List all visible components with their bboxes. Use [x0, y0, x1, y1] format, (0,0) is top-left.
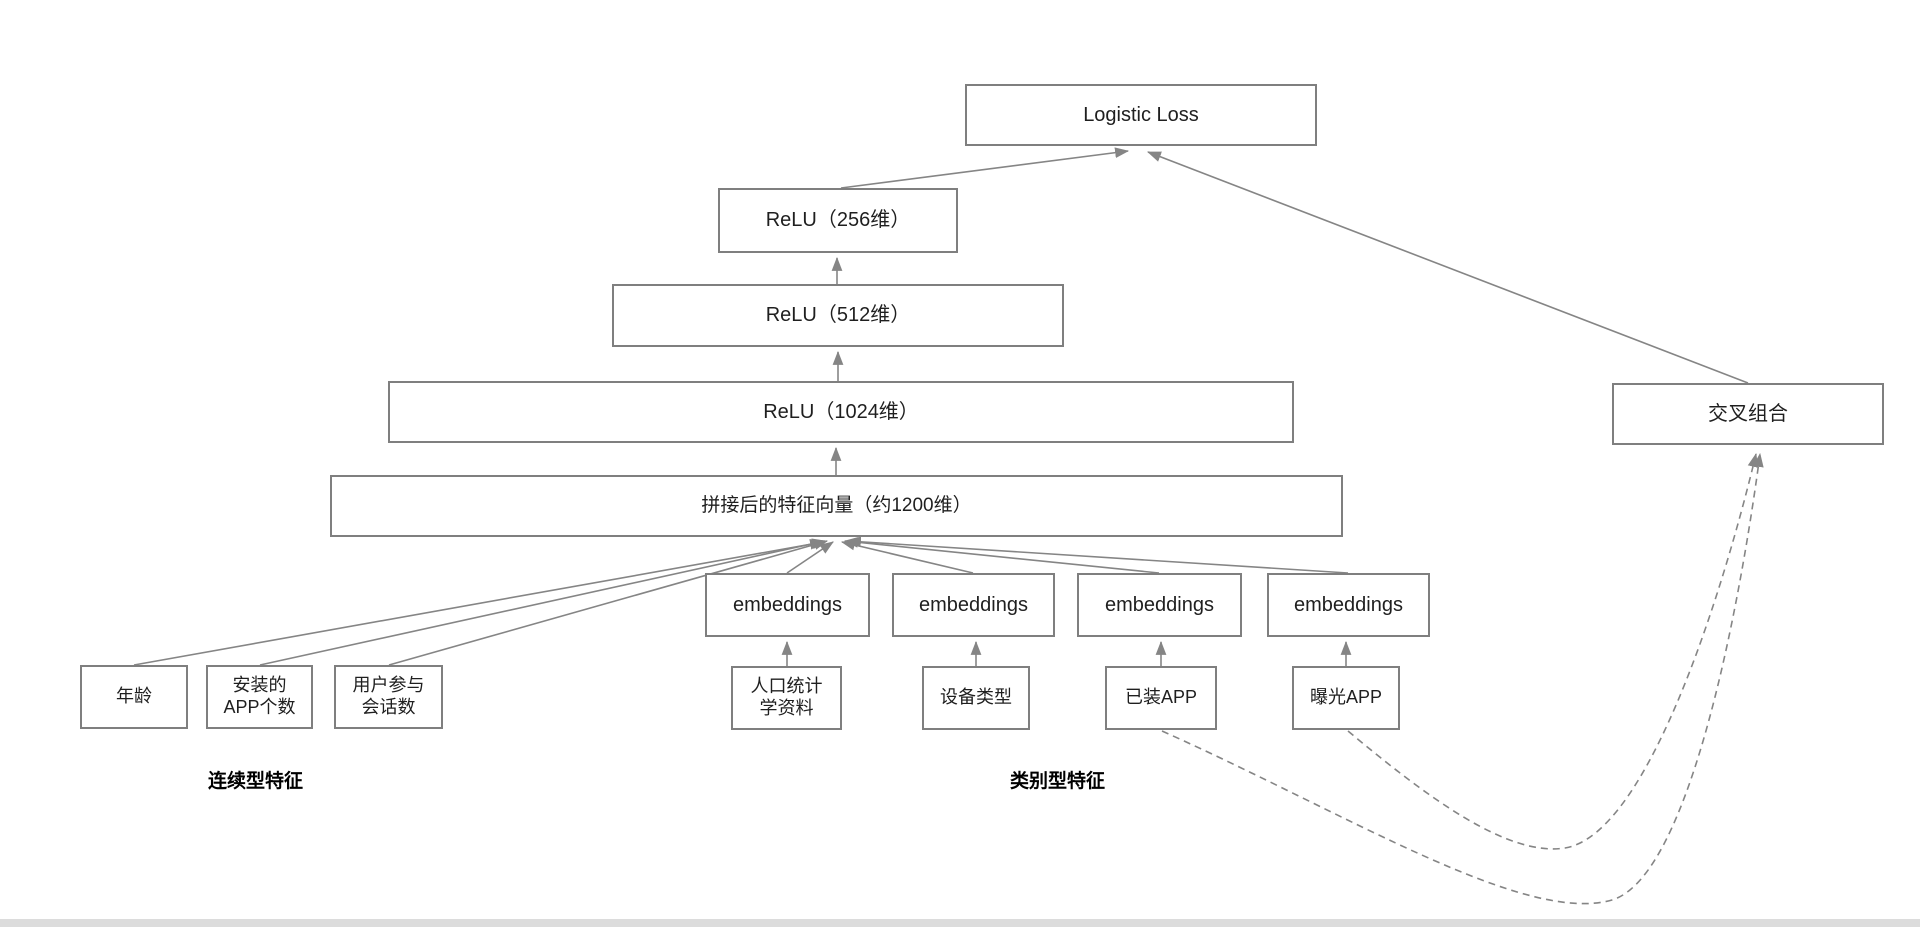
edge-sessions-to-concat [388, 539, 829, 666]
node-embedding-demographics: embeddings [705, 573, 870, 637]
label-continuous-features: 连续型特征 [208, 771, 304, 792]
node-logistic-loss: Logistic Loss [965, 84, 1317, 146]
edge-installedapps-to-cross-dashed [1161, 452, 1764, 905]
edge-impressionapps-to-cross-dashed [1347, 452, 1759, 850]
node-age: 年龄 [80, 665, 188, 729]
node-demographics: 人口统计 学资料 [731, 666, 842, 730]
node-installed-app-count: 安装的 APP个数 [206, 665, 313, 729]
bottom-edge-bar [0, 919, 1920, 927]
node-embedding-impression: embeddings [1267, 573, 1430, 637]
node-user-sessions: 用户参与 会话数 [334, 665, 443, 729]
edge-emb2-to-concat [840, 539, 974, 574]
edge-installedcount-to-concat [259, 538, 827, 666]
edge-emb1-to-concat [786, 541, 834, 574]
node-concat-vector: 拼接后的特征向量（约1200维） [330, 475, 1343, 537]
node-relu-256: ReLU（256维） [718, 188, 958, 253]
edge-emb3-to-concat [843, 536, 1160, 574]
node-relu-512: ReLU（512维） [612, 284, 1064, 347]
edge-age-to-concat [133, 538, 825, 666]
edge-relu256-to-loss [840, 147, 1130, 189]
node-embedding-device: embeddings [892, 573, 1055, 637]
node-relu-1024: ReLU（1024维） [388, 381, 1294, 443]
label-categorical-features: 类别型特征 [1010, 771, 1106, 792]
node-cross-product: 交叉组合 [1612, 383, 1884, 445]
node-installed-apps: 已装APP [1105, 666, 1217, 730]
node-embedding-installed: embeddings [1077, 573, 1242, 637]
node-device-type: 设备类型 [922, 666, 1030, 730]
edge-cross-to-loss [1146, 151, 1749, 384]
edge-emb4-to-concat [846, 536, 1349, 574]
node-impression-apps: 曝光APP [1292, 666, 1400, 730]
